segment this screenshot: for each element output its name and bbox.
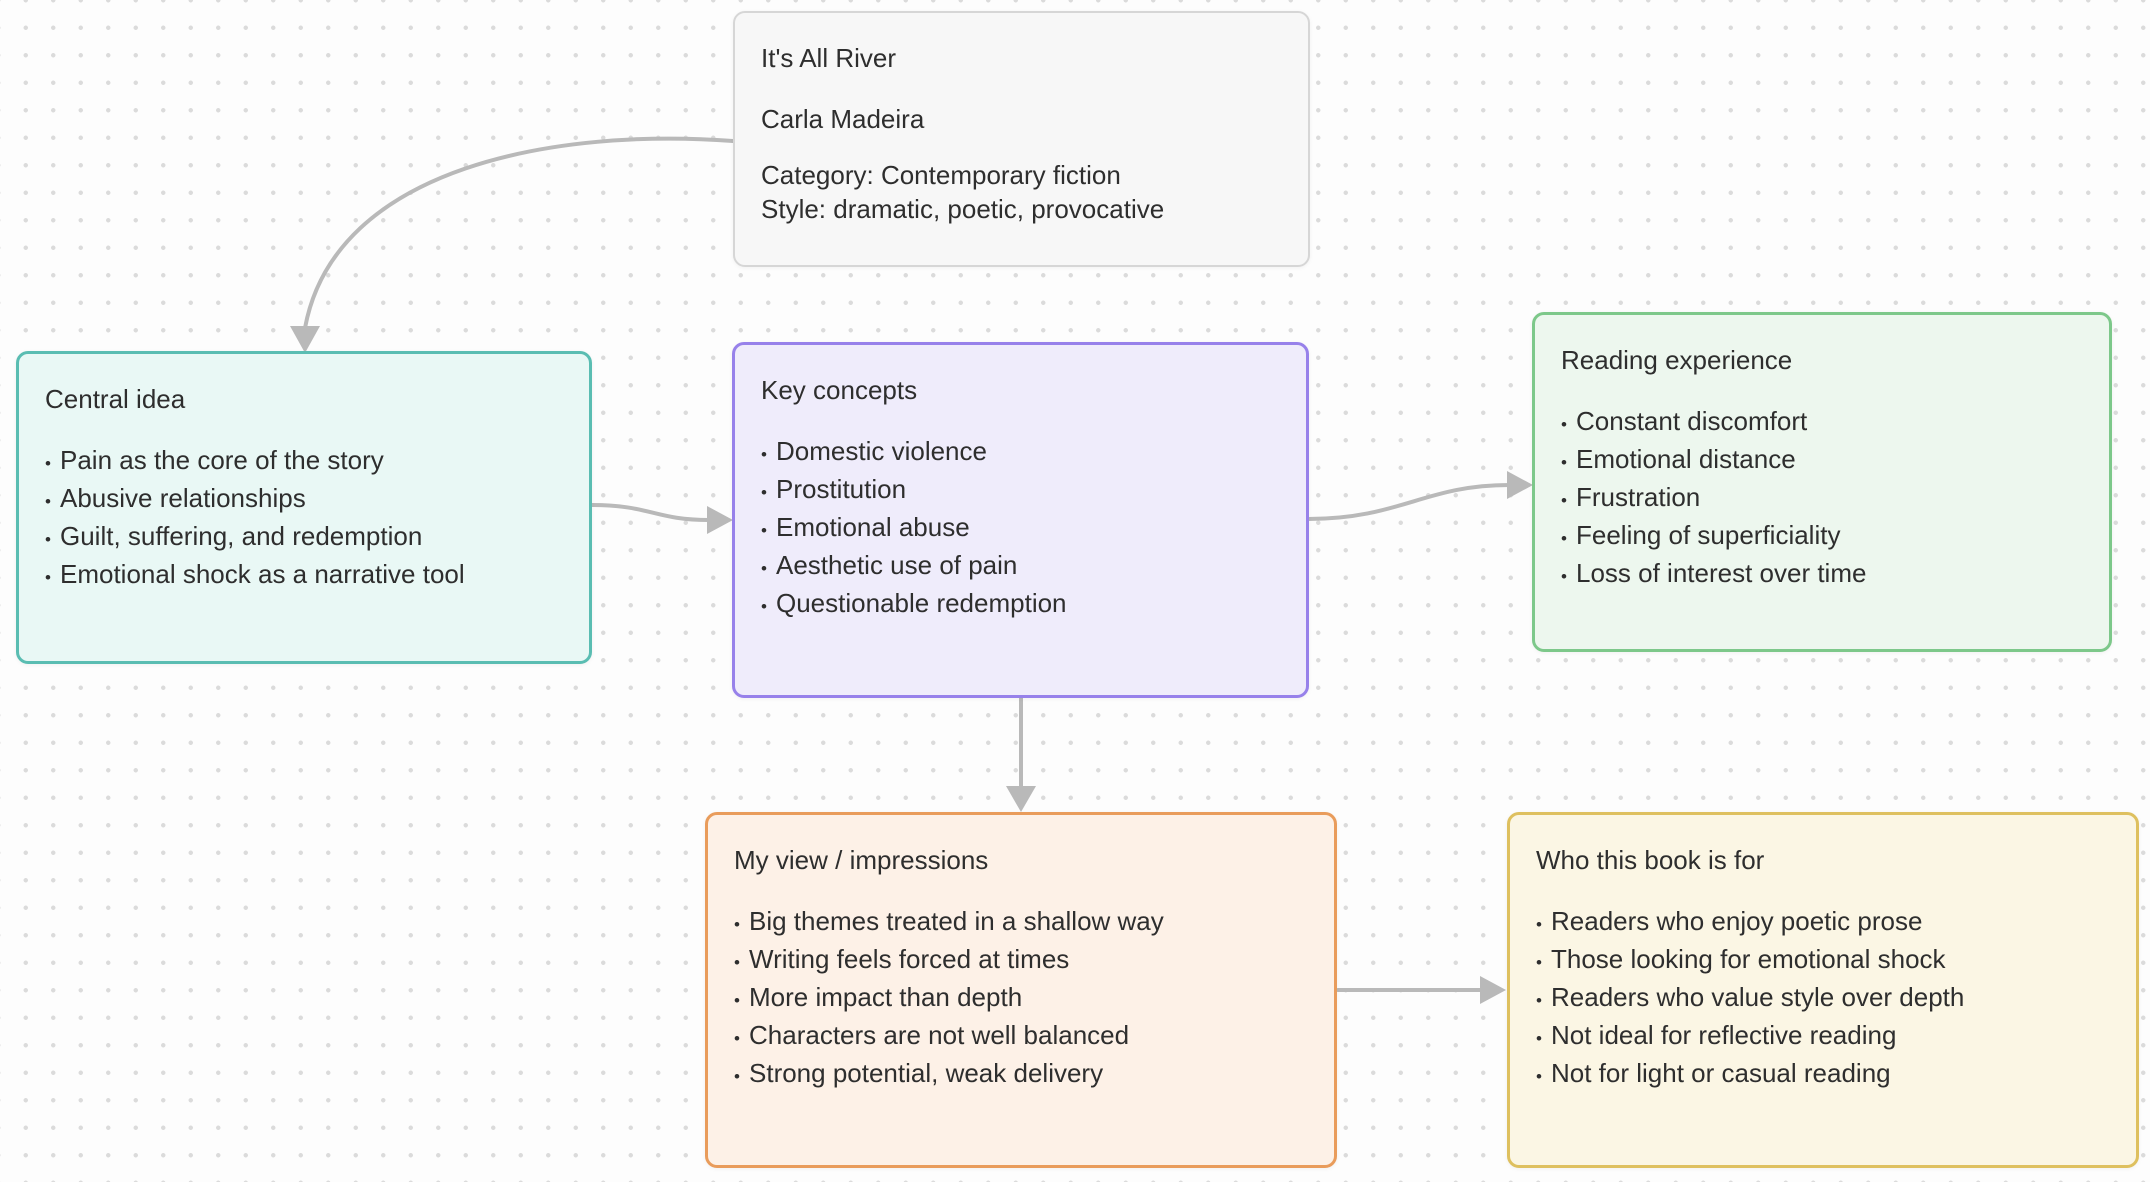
node-who-for[interactable]: Who this book is for • Readers who enjoy … [1507, 812, 2139, 1168]
bullet-dot: • [761, 521, 767, 540]
bullet-item: • Prostitution [761, 472, 1276, 510]
bullet-text: Characters are not well balanced [749, 1020, 1130, 1050]
bullet-item: • Emotional abuse [761, 510, 1276, 548]
bullet-dot: • [1561, 415, 1567, 434]
bullet-text: Abusive relationships [60, 483, 306, 513]
bullet-dot: • [761, 445, 767, 464]
bullet-item: • Not for light or casual reading [1536, 1056, 2106, 1094]
bullet-item: • Readers who enjoy poetic prose [1536, 904, 2106, 942]
bullet-dot: • [761, 483, 767, 502]
bullet-item: • Readers who value style over depth [1536, 980, 2106, 1018]
bullet-dot: • [761, 559, 767, 578]
connector-my-view-to-who-for[interactable] [1336, 976, 1506, 1004]
bullet-text: Frustration [1576, 482, 1701, 512]
bullet-dot: • [45, 492, 51, 511]
bullet-dot: • [1536, 915, 1542, 934]
node-title: Central idea [45, 384, 186, 414]
node-bullet-list: • Big themes treated in a shallow way • Wri… [734, 904, 1304, 1094]
bullet-text: Domestic violence [776, 436, 987, 466]
bullet-dot: • [1561, 529, 1567, 548]
bullet-text: Not ideal for reflective reading [1551, 1020, 1897, 1050]
bullet-text: Big themes treated in a shallow way [749, 906, 1164, 936]
bullet-dot: • [1536, 1029, 1542, 1048]
bullet-item: • More impact than depth [734, 980, 1304, 1018]
bullet-text: Writing feels forced at times [749, 944, 1070, 974]
bullet-text: Emotional distance [1576, 444, 1796, 474]
bullet-item: • Frustration [1561, 480, 2079, 518]
node-title: Reading experience [1561, 345, 1793, 375]
node-reading-experience[interactable]: Reading experience •Constant discomfort•… [1532, 312, 2112, 652]
bullet-dot: • [1561, 453, 1567, 472]
bullet-dot: • [734, 915, 740, 934]
node-text-line [761, 136, 1278, 158]
bullet-text: More impact than depth [749, 982, 1023, 1012]
bullet-item: • Abusive relationships [45, 481, 559, 519]
bullet-text: Not for light or casual reading [1551, 1058, 1891, 1088]
bullet-text: Strong potential, weak delivery [749, 1058, 1104, 1088]
connector-book-to-central-idea[interactable] [290, 136, 735, 353]
connector-key-concepts-to-reading-experience[interactable] [1306, 471, 1533, 521]
node-text-line: Carla Madeira [761, 104, 925, 134]
node-my-view[interactable]: My view / impressions • Big themes treate… [705, 812, 1337, 1168]
bullet-text: Readers who enjoy poetic prose [1551, 906, 1923, 936]
bullet-item: • Guilt, suffering, and redemption [45, 519, 559, 557]
bullet-item: • Emotional shock as a narrative tool [45, 557, 559, 595]
bullet-dot: • [761, 597, 767, 616]
bullet-item: • Those looking for emotional shock [1536, 942, 2106, 980]
node-title: Who this book is for [1536, 845, 1765, 875]
node-title: My view / impressions [734, 845, 989, 875]
bullet-dot: • [734, 1067, 740, 1086]
bullet-item: • Big themes treated in a shallow way [734, 904, 1304, 942]
bullet-text: Emotional abuse [776, 512, 970, 542]
node-bullet-list: • Readers who enjoy poetic prose • Those lo… [1536, 904, 2106, 1094]
bullet-text: Loss of interest over time [1576, 558, 1867, 588]
bullet-dot: • [1536, 991, 1542, 1010]
connector-central-idea-to-key-concepts[interactable] [590, 503, 733, 534]
bullet-item: • Loss of interest over time [1561, 556, 2079, 594]
bullet-item: • Pain as the core of the story [45, 443, 559, 481]
connector-key-concepts-to-my-view[interactable] [1006, 695, 1036, 812]
node-central-idea[interactable]: Central idea • Pain as the core of the st… [16, 351, 592, 664]
node-title: Key concepts [761, 375, 918, 405]
bullet-item: • Characters are not well balanced [734, 1018, 1304, 1056]
bullet-item: • Writing feels forced at times [734, 942, 1304, 980]
node-key-concepts[interactable]: Key concepts • Domestic violence • Prostitu… [732, 342, 1309, 698]
bullet-text: Prostitution [776, 474, 907, 504]
bullet-text: Readers who value style over depth [1551, 982, 1965, 1012]
node-bullet-list: • Pain as the core of the story • Abusive r… [45, 443, 559, 595]
bullet-text: Pain as the core of the story [60, 445, 384, 475]
bullet-dot: • [1536, 953, 1542, 972]
bullet-text: Questionable redemption [776, 588, 1067, 618]
bullet-dot: • [734, 1029, 740, 1048]
bullet-dot: • [45, 454, 51, 473]
bullet-text: Aesthetic use of pain [776, 550, 1018, 580]
bullet-item: • Questionable redemption [761, 586, 1276, 624]
bullet-item: • Feeling of superficiality [1561, 518, 2079, 556]
bullet-text: Emotional shock as a narrative tool [60, 559, 465, 589]
bullet-item: • Strong potential, weak delivery [734, 1056, 1304, 1094]
bullet-text: Those looking for emotional shock [1551, 944, 1946, 974]
bullet-item: • Emotional distance [1561, 442, 2079, 480]
bullet-dot: • [734, 953, 740, 972]
bullet-item: • Not ideal for reflective reading [1536, 1018, 2106, 1056]
bullet-dot: • [45, 568, 51, 587]
bullet-dot: • [1536, 1067, 1542, 1086]
bullet-item: • Constant discomfort [1561, 404, 2079, 442]
bullet-dot: • [734, 991, 740, 1010]
bullet-text: Feeling of superficiality [1576, 520, 1841, 550]
bullet-text: Constant discomfort [1576, 406, 1808, 436]
bullet-text: Guilt, suffering, and redemption [60, 521, 423, 551]
node-text-line: Category: Contemporary fiction [761, 160, 1121, 190]
node-text-line: Style: dramatic, poetic, provocative [761, 194, 1165, 224]
node-bullet-list: •Constant discomfort•Emotional distance•… [1561, 404, 2079, 594]
bullet-dot: • [45, 530, 51, 549]
bullet-item: • Domestic violence [761, 434, 1276, 472]
bullet-dot: • [1561, 491, 1567, 510]
bullet-item: • Aesthetic use of pain [761, 548, 1276, 586]
node-bullet-list: • Domestic violence • Prostitution • Emotiona… [761, 434, 1276, 624]
bullet-dot: • [1561, 567, 1567, 586]
node-title: It's All River [761, 43, 896, 73]
